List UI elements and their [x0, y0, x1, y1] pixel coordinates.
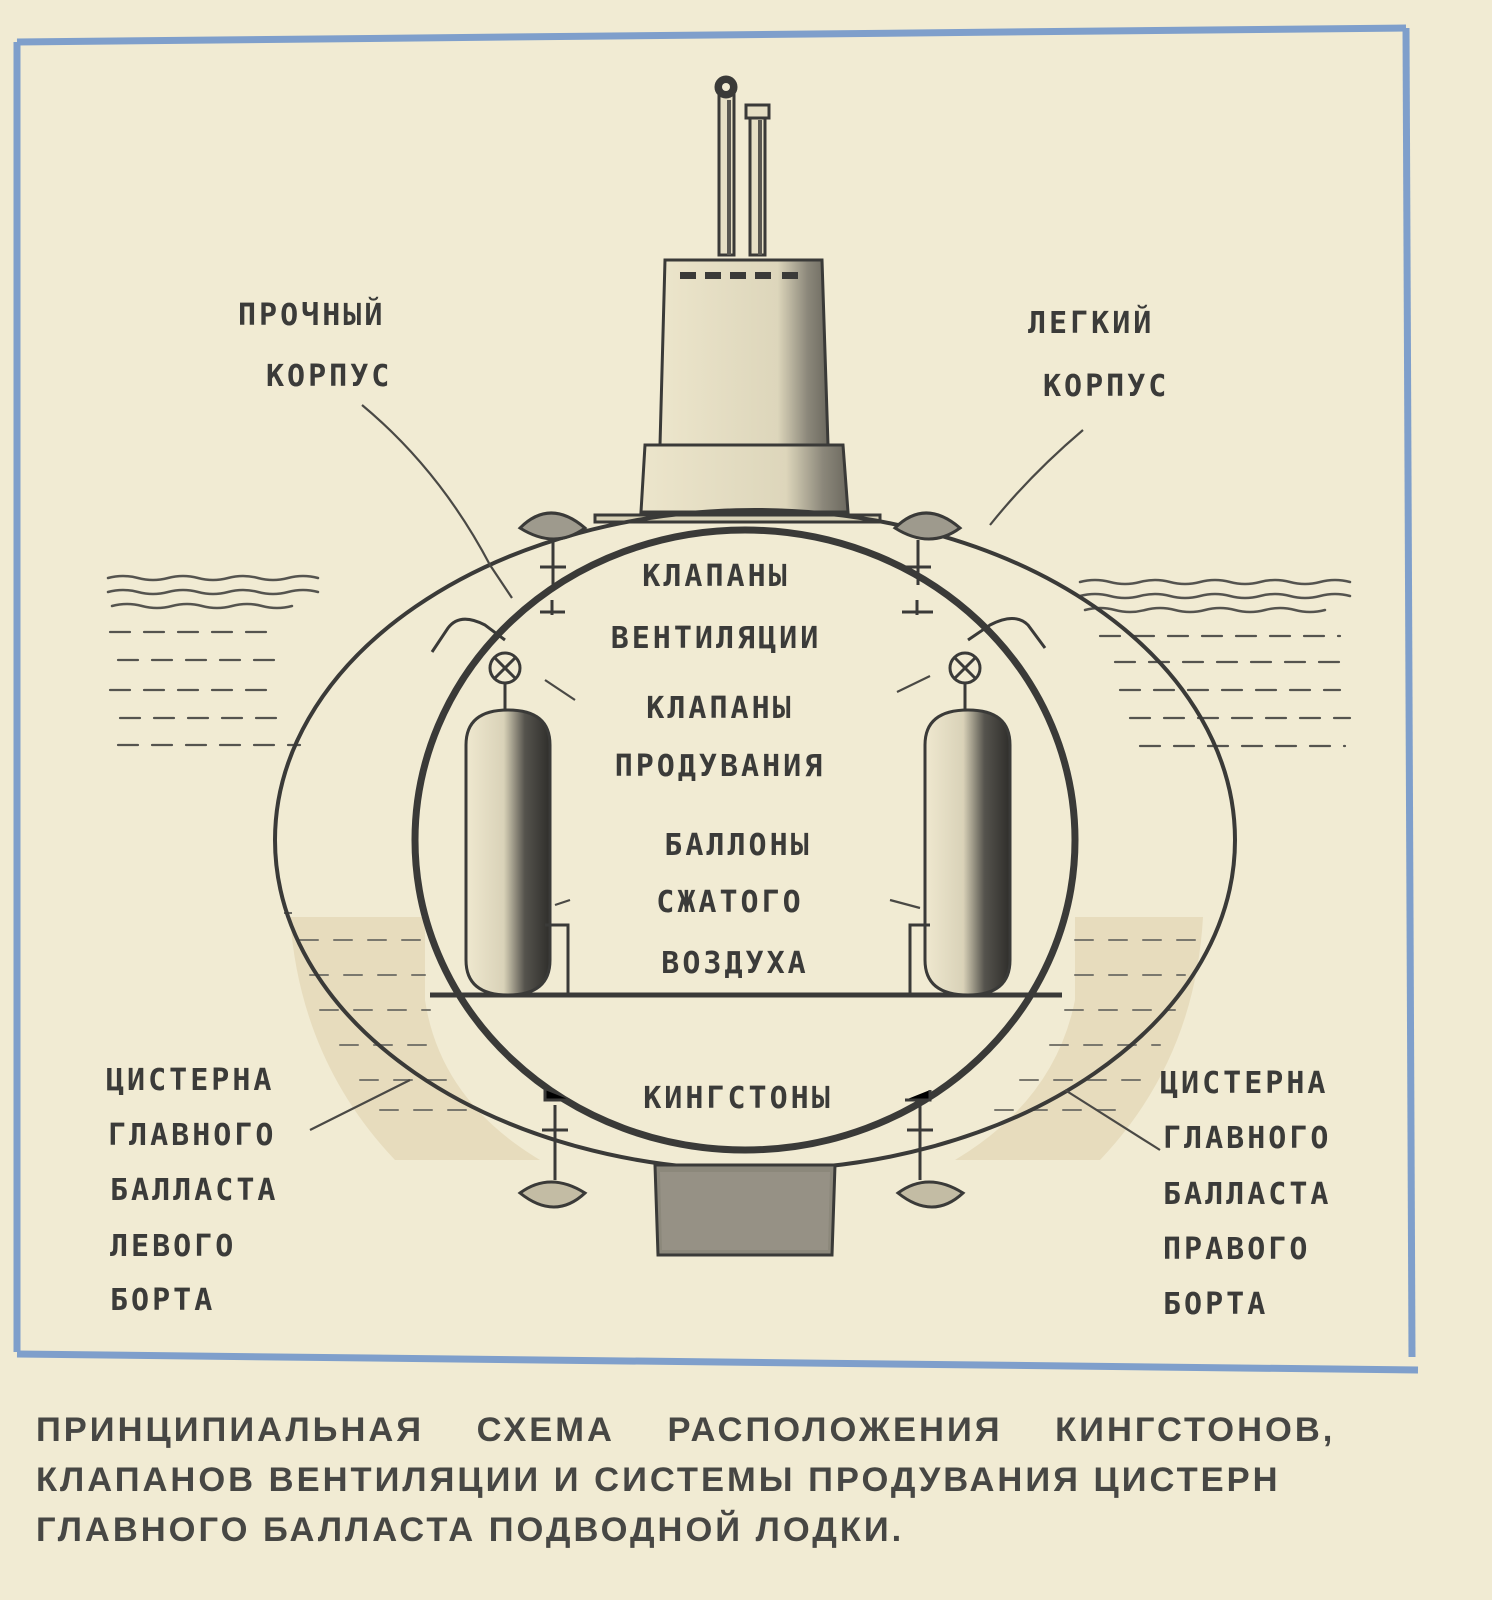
label-vent-valves: КЛАПАНЫ ВЕНТИЛЯЦИИ [611, 559, 822, 656]
svg-text:СЖАТОГО: СЖАТОГО [656, 885, 803, 920]
conning-tower [593, 75, 882, 524]
label-air-cylinders: БАЛЛОНЫ СЖАТОГО ВОЗДУХА [656, 828, 811, 981]
figure-caption: ПРИНЦИПИАЛЬНАЯ СХЕМА РАСПОЛОЖЕНИЯ КИНГСТ… [36, 1405, 1446, 1555]
svg-text:ЛЕГКИЙ: ЛЕГКИЙ [1028, 305, 1154, 341]
svg-text:ПРАВОГО: ПРАВОГО [1163, 1232, 1310, 1267]
sea-waves [106, 574, 1352, 1111]
svg-text:ГЛАВНОГО: ГЛАВНОГО [1163, 1121, 1332, 1156]
frame [13, 24, 1419, 1374]
svg-text:КОРПУС: КОРПУС [1043, 369, 1169, 404]
blow-valve-right-icon [948, 617, 1047, 712]
svg-text:ЛЕВОГО: ЛЕВОГО [110, 1229, 236, 1264]
blow-valve-left-icon [430, 617, 522, 712]
svg-text:ВЕНТИЛЯЦИИ: ВЕНТИЛЯЦИИ [611, 621, 822, 656]
vent-valve-left-icon [517, 511, 588, 615]
svg-text:ПРОДУВАНИЯ: ПРОДУВАНИЯ [615, 749, 826, 784]
svg-text:ПРОЧНЫЙ: ПРОЧНЫЙ [238, 297, 385, 333]
svg-text:КОРПУС: КОРПУС [266, 359, 392, 394]
label-tank-left: ЦИСТЕРНА ГЛАВНОГО БАЛЛАСТА ЛЕВОГО БОРТА [106, 1063, 279, 1318]
svg-text:КИНГСТОНЫ: КИНГСТОНЫ [643, 1081, 833, 1116]
air-cylinder-left-icon [464, 708, 570, 997]
label-kingstons: КИНГСТОНЫ [643, 1081, 833, 1116]
svg-text:ГЛАВНОГО: ГЛАВНОГО [108, 1118, 277, 1153]
leader-lines [309, 404, 1161, 1151]
air-cylinder-right-icon [908, 708, 1012, 997]
svg-text:БАЛЛАСТА: БАЛЛАСТА [1163, 1177, 1332, 1212]
caption-line-1: ПРИНЦИПИАЛЬНАЯ СХЕМА РАСПОЛОЖЕНИЯ КИНГСТ… [36, 1411, 1336, 1449]
label-blow-valves: КЛАПАНЫ ПРОДУВАНИЯ [615, 691, 826, 784]
kingston-valve-right-icon [895, 1090, 966, 1209]
svg-text:КЛАПАНЫ: КЛАПАНЫ [642, 559, 789, 594]
svg-text:ВОЗДУХА: ВОЗДУХА [661, 946, 808, 981]
caption-line-2: КЛАПАНОВ ВЕНТИЛЯЦИИ И СИСТЕМЫ ПРОДУВАНИЯ… [36, 1461, 1281, 1499]
kingston-valve-left-icon [517, 1090, 588, 1209]
svg-text:БАЛЛОНЫ: БАЛЛОНЫ [664, 828, 811, 863]
svg-text:БОРТА: БОРТА [1163, 1287, 1268, 1322]
caption-line-3: ГЛАВНОГО БАЛЛАСТА ПОДВОДНОЙ ЛОДКИ. [36, 1511, 905, 1549]
svg-text:ЦИСТЕРНА: ЦИСТЕРНА [1160, 1066, 1329, 1101]
label-light-hull: ЛЕГКИЙ КОРПУС [1028, 305, 1169, 404]
svg-text:ЦИСТЕРНА: ЦИСТЕРНА [106, 1063, 275, 1098]
svg-text:БАЛЛАСТА: БАЛЛАСТА [110, 1173, 279, 1208]
label-tank-right: ЦИСТЕРНА ГЛАВНОГО БАЛЛАСТА ПРАВОГО БОРТА [1160, 1066, 1332, 1322]
svg-text:КЛАПАНЫ: КЛАПАНЫ [646, 691, 793, 726]
vent-valve-right-icon [892, 511, 963, 615]
svg-text:БОРТА: БОРТА [110, 1283, 215, 1318]
label-pressure-hull: ПРОЧНЫЙ КОРПУС [238, 297, 392, 394]
